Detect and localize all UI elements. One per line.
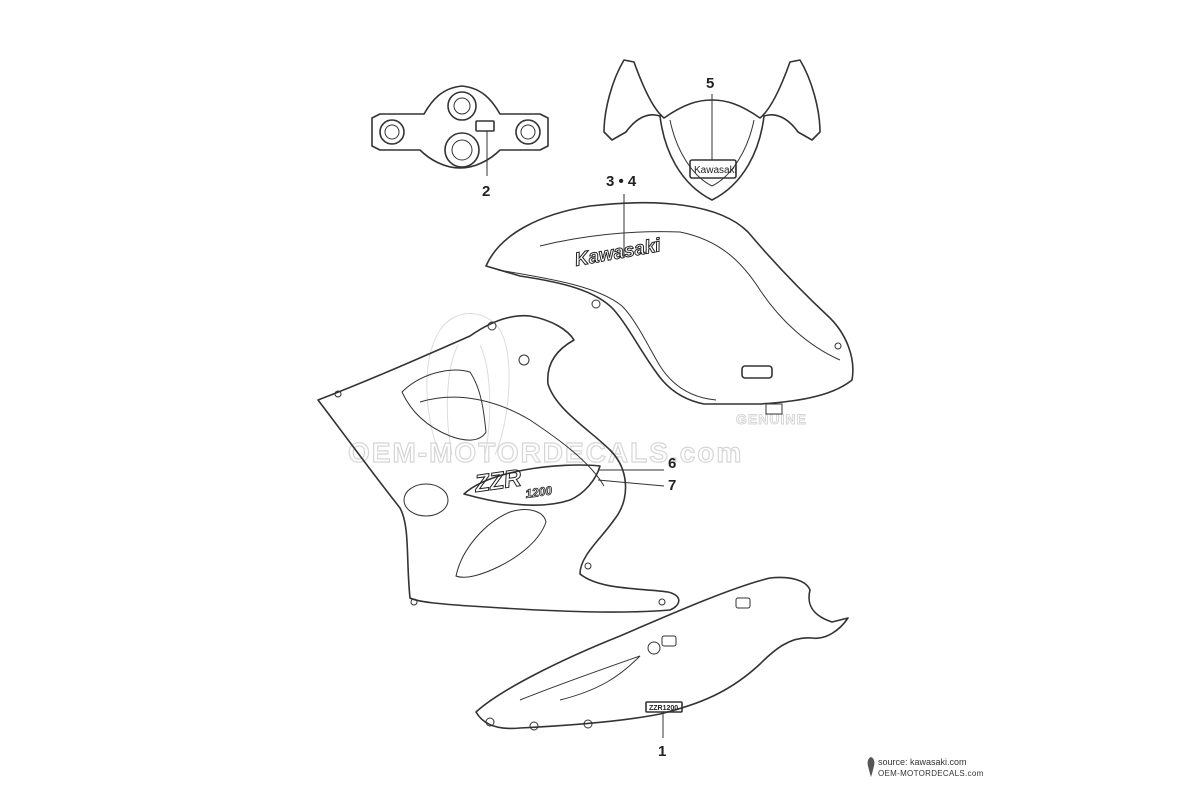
source-site: OEM-MOTORDECALS.com (878, 769, 984, 778)
k-emblem (475, 120, 495, 132)
source-credit: source: kawasaki.com (878, 757, 967, 767)
source-logo-icon (867, 757, 875, 777)
callout-5: 5 (706, 75, 714, 92)
lower-cowl-part: ZZR1200 (475, 576, 849, 738)
undercowl-badge-text: ZZR1200 (649, 705, 678, 712)
callout-3-4: 3 • 4 (606, 173, 637, 190)
tank-lock-emblem (741, 365, 773, 379)
fairing-decal-text: ZZR (472, 465, 524, 498)
windscreen-decal (689, 159, 737, 179)
callout-7: 7 (668, 477, 676, 494)
callout-1: 1 (658, 743, 666, 760)
fairing-decal-outline (463, 464, 601, 506)
undercowl-badge (645, 701, 683, 713)
watermark-badge: GENUINE (736, 411, 807, 427)
callout-6: 6 (668, 455, 676, 472)
watermark: OEM-MOTORDECALS.com GENUINE (347, 313, 807, 469)
side-fairing-part: ZZR 1200 (317, 314, 680, 613)
fairing-decal-subtext: 1200 (524, 483, 553, 501)
callout-2: 2 (482, 183, 490, 200)
windscreen-decal-text: Kawasaki (694, 165, 737, 176)
triple-clamp-part (371, 85, 549, 176)
watermark-site: OEM-MOTORDECALS.com (348, 437, 743, 468)
tank-decal-text: Kawasaki (573, 235, 663, 271)
fuel-tank-part: Kawasaki (485, 194, 854, 415)
upper-cowl-part: Kawasaki (603, 59, 821, 201)
watermark-logo-shape (426, 313, 510, 456)
